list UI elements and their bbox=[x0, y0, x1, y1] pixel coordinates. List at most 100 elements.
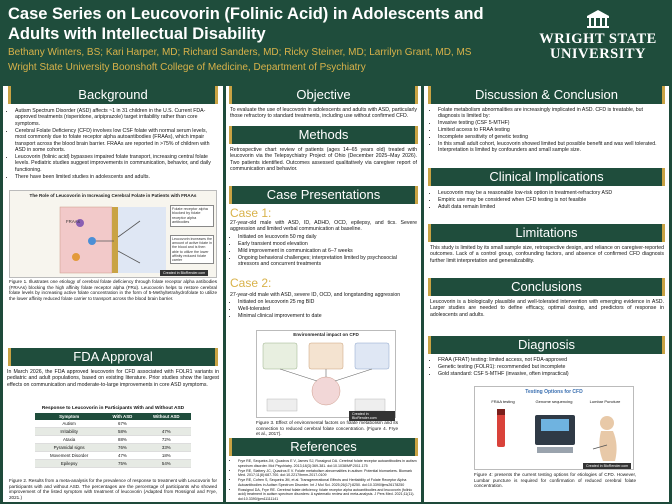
figure-4-panel-label: FRAA testing bbox=[491, 399, 515, 404]
discussion-bullet: Folate metabolism abnormalities are incr… bbox=[438, 107, 664, 120]
cases-heading: Case Presentations bbox=[229, 186, 418, 204]
discussion-bullet: In this small adult cohort, leucovorin s… bbox=[438, 141, 664, 154]
university-emblem-icon bbox=[531, 10, 665, 32]
poster-affiliation: Wright State University Boonshoft Colleg… bbox=[8, 62, 366, 73]
table-cell: 88% bbox=[103, 435, 142, 444]
figure-4-diagram bbox=[497, 409, 617, 461]
logo-line-2: UNIVERSITY bbox=[549, 46, 647, 62]
case-1-section: 27-year-old male with ASD, ID, ADHD, OCD… bbox=[230, 220, 417, 268]
figure-4-panel-label: Lumbar Puncture bbox=[589, 399, 621, 404]
conclusions-section: Leucovorin is a biologically plausible a… bbox=[430, 299, 664, 318]
figure-3: Environmental impact on CFD Created in B… bbox=[256, 330, 396, 421]
figure-4: Testing Options for CFD FRAA testing Gen… bbox=[474, 386, 634, 470]
figure-3-diagram bbox=[262, 342, 390, 412]
case-2-bullet: Minimal clinical improvement to date bbox=[238, 313, 417, 319]
table-cell: 18% bbox=[141, 451, 191, 460]
limitations-heading: Limitations bbox=[428, 224, 665, 242]
objective-section: To evaluate the use of leucovorin in ado… bbox=[230, 107, 417, 120]
reference-item: Frye RE, Cofren S, Sequeira JM, et al. T… bbox=[238, 478, 417, 487]
limitations-section: This study is limited by its small sampl… bbox=[430, 245, 664, 264]
diagnosis-section: FRAA (FRAT) testing: limited access, not… bbox=[430, 357, 664, 378]
case-2-text: 27-year-old male with ASD, severe ID, OC… bbox=[230, 292, 401, 298]
fda-table-title: Response to Leucovorin in Participants W… bbox=[41, 406, 185, 411]
implications-bullet: Leucovorin may be a reasonable low-risk … bbox=[438, 190, 664, 196]
university-logo: WRIGHT STATE UNIVERSITY bbox=[531, 10, 665, 70]
diagnosis-bullet: Gold standard: CSF 5-MTHF (invasive, oft… bbox=[438, 371, 664, 377]
column-left: Background Autism Spectrum Disorder (ASD… bbox=[3, 86, 223, 502]
limitations-text: This study is limited by its small sampl… bbox=[430, 245, 664, 264]
case-1-bullet: Early transient mood elevation bbox=[238, 241, 417, 247]
methods-text: Retrospective chart review of patients (… bbox=[230, 147, 417, 173]
table-cell: Autism bbox=[35, 420, 104, 428]
background-bullet: Autism Spectrum Disorder (ASD) affects ~… bbox=[15, 108, 219, 127]
table-header-row: Symptom With ASD Without ASD bbox=[35, 413, 191, 420]
implications-bullet: Empiric use may be considered when CFD t… bbox=[438, 197, 664, 203]
background-bullet: Leucovorin (folinic acid) bypasses impai… bbox=[15, 154, 219, 173]
table-cell: Pyramidal signs bbox=[35, 443, 104, 452]
figure-3-credit: Created in BioRender.com bbox=[349, 411, 395, 421]
table-cell: 33% bbox=[141, 443, 191, 452]
discussion-heading: Discussion & Conclusion bbox=[428, 86, 665, 104]
table-cell: 47% bbox=[141, 427, 191, 436]
case-1-bullet: Initiated on leucovorin 50 mg daily bbox=[238, 234, 417, 240]
fda-section: In March 2026, the FDA approved leucovor… bbox=[7, 369, 219, 388]
figure-1-credit: Created in BioRender.com bbox=[160, 270, 209, 276]
figure-3-title: Environmental impact on CFD bbox=[293, 332, 359, 337]
diagnosis-bullet: Genetic testing (FOLR1): recommended but… bbox=[438, 364, 664, 370]
conclusions-text: Leucovorin is a biologically plausible a… bbox=[430, 299, 664, 318]
discussion-bullet: Incomplete sensitivity of genetic testin… bbox=[438, 134, 664, 140]
references-heading: References bbox=[229, 438, 418, 456]
diagnosis-heading: Diagnosis bbox=[428, 336, 665, 354]
methods-section: Retrospective chart review of patients (… bbox=[230, 147, 417, 173]
implications-heading: Clinical Implications bbox=[428, 168, 665, 186]
background-section: Autism Spectrum Disorder (ASD) affects ~… bbox=[7, 108, 219, 180]
conclusions-heading: Conclusions bbox=[428, 278, 665, 296]
table-header: Symptom bbox=[35, 413, 104, 420]
figure-1-title: The Role of Leucovorin in Increasing Cer… bbox=[29, 193, 197, 198]
table-cell: Epilepsy bbox=[35, 459, 104, 468]
logo-line-1: WRIGHT STATE bbox=[539, 31, 657, 47]
discussion-section: Folate metabolism abnormalities are incr… bbox=[430, 107, 664, 154]
case-2-bullet: Initiated on leucovorin 25 mg BID bbox=[238, 299, 417, 305]
figure-4-title: Testing Options for CFD bbox=[525, 389, 583, 395]
implications-section: Leucovorin may be a reasonable low-risk … bbox=[430, 190, 664, 211]
reference-item: Frye RE, Slattery JC, Quadros E V. Folat… bbox=[238, 469, 417, 478]
table-cell: Ataxia bbox=[35, 435, 104, 444]
case-2-bullet: Well-tolerated bbox=[238, 306, 417, 312]
table-header: With ASD bbox=[103, 413, 142, 420]
objective-text: To evaluate the use of leucovorin in ado… bbox=[230, 107, 417, 120]
figure-1-label-fraas: FRAAs bbox=[66, 219, 80, 224]
figure-1-label-leucovorin: Leucovorin increases the amount of activ… bbox=[170, 235, 214, 265]
implications-bullet: Adult data remain limited bbox=[438, 204, 664, 210]
case-2-section: 27-year-old male with ASD, severe ID, OC… bbox=[230, 292, 417, 320]
figure-1-diagram bbox=[59, 206, 166, 274]
column-middle: Objective To evaluate the use of leucovo… bbox=[226, 86, 421, 502]
table-cell: 67% bbox=[103, 420, 142, 428]
case-1-title: Case 1: bbox=[230, 206, 272, 220]
table-cell: Irritability bbox=[35, 427, 104, 436]
discussion-bullet: Limited access to FRAA testing bbox=[438, 127, 664, 133]
figure-1-label-blocked: Folate receptor alpha blocked by folate … bbox=[170, 205, 214, 227]
figure-4-credit: Created in BioRender.com bbox=[583, 463, 632, 469]
table-cell: 47% bbox=[103, 451, 142, 460]
table-cell: 54% bbox=[141, 459, 191, 468]
case-1-bullet: Ongoing behavioral challenges; interpret… bbox=[238, 255, 417, 268]
figure-4-panel-label: Genome sequencing bbox=[535, 399, 573, 404]
case-1-text: 27-year-old male with ASD, ID, ADHD, OCD… bbox=[230, 220, 417, 233]
case-1-bullet: Mild improvement in communication at 6–7… bbox=[238, 248, 417, 254]
column-right: Discussion & Conclusion Folate metabolis… bbox=[424, 86, 669, 502]
table-cell: 72% bbox=[141, 435, 191, 444]
reference-item: Frye RE, Sequeira JM, Quadros E V, James… bbox=[238, 459, 417, 468]
table-cell: Movement Disorder bbox=[35, 451, 104, 460]
fda-heading: FDA Approval bbox=[8, 348, 218, 366]
table-cell: 75% bbox=[103, 459, 142, 468]
objective-heading: Objective bbox=[229, 86, 418, 104]
background-bullet: There have been limited studies in adole… bbox=[15, 174, 219, 180]
